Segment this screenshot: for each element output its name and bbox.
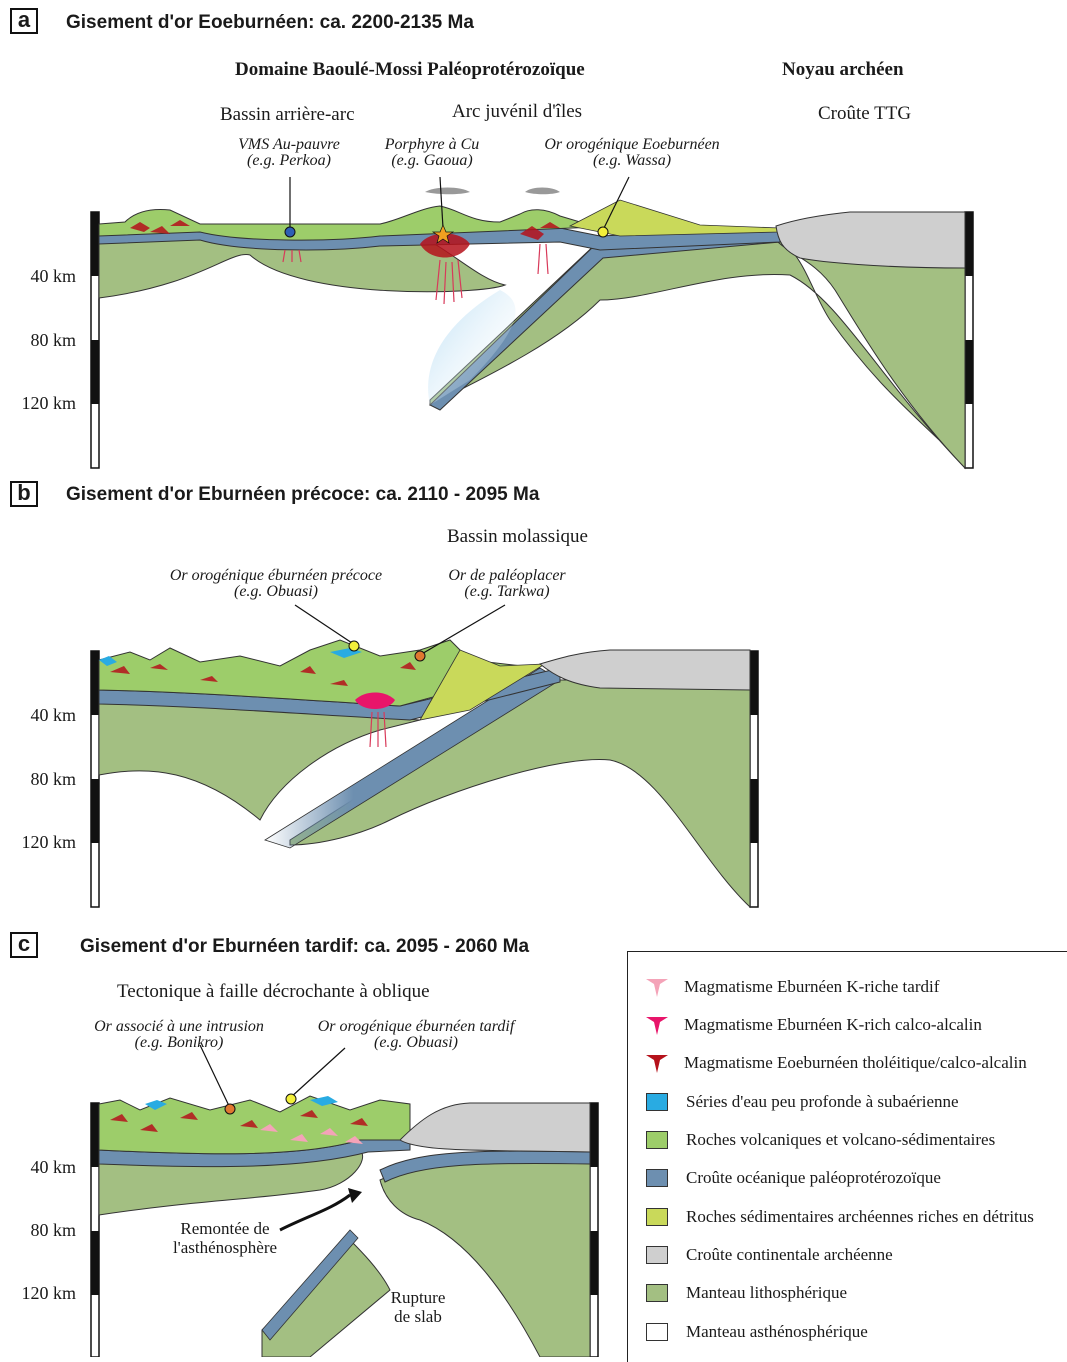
magma-tholeiitic-icon bbox=[646, 1055, 668, 1073]
depth-scale-left-c bbox=[90, 1102, 100, 1357]
broken-slab-crust-c bbox=[261, 1229, 359, 1341]
depth-scale-left-b bbox=[90, 650, 100, 908]
magmatism-tholeiitic-a bbox=[130, 220, 560, 258]
volcanic-fill-a bbox=[98, 205, 622, 241]
deposit-marker-intrusion bbox=[224, 1103, 236, 1115]
backarc-basin-label: Bassin arrière-arc bbox=[220, 104, 355, 125]
deposit-label-orogenic-b: Or orogénique éburnéen précoce(e.g. Obua… bbox=[169, 567, 383, 600]
depth-80-c: 80 km bbox=[30, 1220, 76, 1240]
molasse-basin-label: Bassin molassique bbox=[447, 526, 588, 547]
swatch-ocean-crust bbox=[646, 1169, 668, 1187]
legend: Magmatisme Eburnéen K-riche tardif Magma… bbox=[627, 951, 1067, 1362]
depth-80-b: 80 km bbox=[30, 769, 76, 789]
tectonic-label: Tectonique à faille décrochante à obliqu… bbox=[117, 981, 430, 1002]
archean-sediment-b bbox=[419, 649, 547, 721]
late-magmatism-c bbox=[260, 1124, 363, 1144]
depth-scale-right-a bbox=[964, 211, 974, 469]
mantle-right-c bbox=[379, 1160, 591, 1357]
panel-letter-c: c bbox=[10, 932, 38, 958]
depth-120-b: 120 km bbox=[21, 832, 76, 852]
panel-letter-a: a bbox=[10, 8, 38, 34]
panel-title-a: Gisement d'or Eoeburnéen: ca. 2200-2135 … bbox=[66, 12, 474, 33]
fluid-plume-a bbox=[428, 290, 516, 405]
deposit-marker-porphyry bbox=[431, 224, 455, 244]
legend-item-continental-crust: Croûte continentale archéenne bbox=[646, 1244, 893, 1266]
magma-late-icon bbox=[646, 979, 668, 997]
magma-calc-alkaline-icon bbox=[646, 1017, 668, 1035]
magmatism-b bbox=[110, 662, 416, 686]
deposit-marker-orogenic-a bbox=[597, 226, 609, 238]
depth-40-b: 40 km bbox=[30, 705, 76, 725]
depth-80-a: 80 km bbox=[30, 330, 76, 350]
depth-40-a: 40 km bbox=[30, 266, 76, 286]
craton-label: Noyau archéen bbox=[782, 59, 904, 80]
deposit-marker-vms bbox=[284, 226, 296, 238]
swatch-shallow-water bbox=[646, 1093, 668, 1111]
depth-120-a: 120 km bbox=[21, 393, 76, 413]
ocean-crust-c2 bbox=[379, 1150, 591, 1183]
archean-crust-a bbox=[775, 211, 966, 269]
calc-alkaline-b bbox=[355, 692, 395, 709]
legend-item-archean-sediment: Roches sédimentaires archéennes riches e… bbox=[646, 1206, 1034, 1228]
legend-item-late-k-magmatism: Magmatisme Eburnéen K-riche tardif bbox=[646, 976, 939, 998]
deposit-marker-orogenic-b bbox=[348, 640, 360, 652]
deposit-marker-orogenic-c bbox=[285, 1093, 297, 1105]
archean-crust-b bbox=[538, 649, 751, 691]
plume-arc-a bbox=[425, 187, 470, 195]
panel-b-section bbox=[90, 604, 759, 909]
deposit-label-paleoplacer: Or de paléoplacer(e.g. Tarkwa) bbox=[448, 567, 566, 600]
swatch-volcanic bbox=[646, 1131, 668, 1149]
island-arc-label: Arc juvénil d'îles bbox=[452, 101, 583, 122]
deposit-label-orogenic-a: Or orogénique Eoeburnéen(e.g. Wassa) bbox=[544, 136, 720, 169]
depth-120-c: 120 km bbox=[21, 1283, 76, 1303]
plume-arc2-a bbox=[525, 187, 560, 195]
deposit-label-porphyry: Porphyre à Cu(e.g. Gaoua) bbox=[384, 136, 480, 169]
deposit-marker-paleoplacer bbox=[414, 650, 426, 662]
legend-item-ocean-crust: Croûte océanique paléoprotérozoïque bbox=[646, 1167, 941, 1189]
magmatism-c bbox=[110, 1110, 368, 1132]
deposit-label-intrusion: Or associé à une intrusion(e.g. Bonikro) bbox=[94, 1018, 264, 1051]
depth-scale-left-a bbox=[90, 211, 100, 469]
panel-c-section bbox=[90, 1044, 599, 1357]
legend-item-lithospheric-mantle: Manteau lithosphérique bbox=[646, 1282, 847, 1304]
panel-a-section bbox=[90, 176, 974, 470]
depth-scale-right-c bbox=[589, 1102, 599, 1357]
swatch-asthenospheric-mantle bbox=[646, 1323, 668, 1341]
magma-feeders-a bbox=[282, 243, 549, 305]
swatch-continental-crust bbox=[646, 1246, 668, 1264]
panel-title-b: Gisement d'or Eburnéen précoce: ca. 2110… bbox=[66, 484, 540, 505]
domain-label: Domaine Baoulé-Mossi Paléoprotérozoïque bbox=[235, 59, 585, 80]
legend-item-asthenospheric-mantle: Manteau asthénosphérique bbox=[646, 1321, 868, 1343]
depth-scale-right-b bbox=[749, 650, 759, 908]
archean-crust-c bbox=[399, 1102, 591, 1153]
deposit-label-vms: VMS Au-pauvre(e.g. Perkoa) bbox=[238, 136, 340, 169]
deposit-label-orogenic-c: Or orogénique éburnéen tardif(e.g. Obuas… bbox=[317, 1018, 515, 1051]
mantle-wedge-a bbox=[429, 239, 966, 470]
depth-40-c: 40 km bbox=[30, 1157, 76, 1177]
legend-item-calc-alkaline-magmatism: Magmatisme Eburnéen K-rich calco-alcalin bbox=[646, 1014, 982, 1036]
mantle-backarc-a bbox=[98, 235, 507, 299]
ttg-crust-label: Croûte TTG bbox=[818, 103, 912, 124]
legend-item-shallow-water: Séries d'eau peu profonde à subaérienne bbox=[646, 1091, 959, 1113]
panel-letter-b: b bbox=[10, 481, 38, 507]
panel-title-c: Gisement d'or Eburnéen tardif: ca. 2095 … bbox=[80, 936, 530, 957]
swatch-archean-sediment bbox=[646, 1208, 668, 1226]
legend-item-volcanic: Roches volcaniques et volcano-sédimentai… bbox=[646, 1129, 995, 1151]
mantle-right-b bbox=[289, 679, 751, 909]
swatch-lithospheric-mantle bbox=[646, 1284, 668, 1302]
upwelling-arrow bbox=[279, 1193, 351, 1232]
legend-item-tholeiitic-magmatism: Magmatisme Eoeburnéen tholéitique/calco-… bbox=[646, 1052, 1027, 1074]
